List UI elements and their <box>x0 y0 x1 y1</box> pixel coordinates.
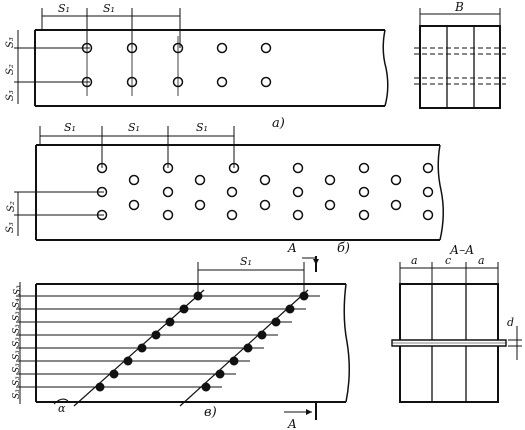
angle-arc <box>53 398 69 405</box>
panel-a-dim-s3-bottom: S₃ <box>5 90 16 101</box>
panel-c-dim-s3-2: S₃ <box>12 311 22 321</box>
rivet <box>299 291 309 301</box>
section-dim-a-2: a <box>478 254 485 267</box>
hole <box>324 199 336 211</box>
hole <box>422 209 434 221</box>
rivet <box>151 330 161 340</box>
panel-a-dim-s3-top: S₃ <box>5 37 16 48</box>
hole <box>358 186 370 198</box>
hole <box>390 174 402 186</box>
panel-a-holes <box>81 42 272 88</box>
panel-a: S₁ S₁ S₃ S₂ S₃ а) <box>5 0 506 131</box>
rivet <box>179 304 189 314</box>
rivet <box>257 330 267 340</box>
panel-a-caption: а) <box>272 116 285 131</box>
side-view-outline <box>419 25 501 109</box>
hole <box>292 209 304 221</box>
panel-c-row-lines <box>16 295 320 388</box>
rivet <box>123 356 133 366</box>
hole <box>194 199 206 211</box>
rivet <box>285 304 295 314</box>
panel-a-dim-s2: S₂ <box>5 64 16 75</box>
hole <box>226 209 238 221</box>
panel-b-caption: б) <box>337 241 350 256</box>
hole <box>292 186 304 198</box>
section-marker-top: A <box>287 241 297 255</box>
hole <box>162 186 174 198</box>
hole <box>216 76 228 88</box>
panel-c-dim-s3-7: S₃ <box>12 376 22 386</box>
panel-c-rivets <box>95 291 309 392</box>
rivet <box>109 369 119 379</box>
hole <box>259 174 271 186</box>
hole <box>259 199 271 211</box>
rivet <box>229 356 239 366</box>
rivet <box>193 291 203 301</box>
panel-a-plate <box>34 29 385 107</box>
section-marker-bottom: A <box>287 417 297 430</box>
rivet <box>165 317 175 327</box>
panel-a-dim-s1-2: S₁ <box>103 2 115 15</box>
hole <box>194 174 206 186</box>
section-arrowhead-top <box>313 259 319 265</box>
hole <box>422 186 434 198</box>
panel-b-dim-s3: S₃ <box>5 222 16 233</box>
panel-c-dim-s3-8: S₃ <box>12 389 22 399</box>
panel-c-dim-s3-3: S₃ <box>12 324 22 334</box>
panel-c-dim-s3-5: S₃ <box>12 350 22 360</box>
rivet <box>201 382 211 392</box>
section-dim-c: c <box>445 254 451 267</box>
hole <box>260 76 272 88</box>
panel-c-dim-s3-6: S₃ <box>12 363 22 373</box>
panel-b-dim-s1-2: S₁ <box>128 121 140 134</box>
hole <box>292 162 304 174</box>
hole <box>162 162 174 174</box>
hole <box>128 199 140 211</box>
section-dim-a-1: a <box>411 254 418 267</box>
hole <box>128 174 140 186</box>
section-arrowhead-bottom <box>306 409 312 415</box>
panel-c: A A S₁ S₃ S₄ S₃ S₃ S₃ S₃ S₃ S₃ S₃ <box>12 241 522 430</box>
hole <box>216 42 228 54</box>
hole <box>96 162 108 174</box>
panel-b-dim-s2: S₂ <box>6 201 17 212</box>
panel-c-dim-s3-1: S₃ <box>13 285 23 295</box>
panel-b-break-line <box>437 144 444 241</box>
panel-b-dim-s1-1: S₁ <box>64 121 76 134</box>
rivet <box>137 343 147 353</box>
rivet <box>215 369 225 379</box>
hole <box>358 162 370 174</box>
panel-c-dim-s3-4: S₃ <box>12 337 22 347</box>
panel-b-dim-s1-3: S₁ <box>196 121 208 134</box>
panel-a-dim-s1-1: S₁ <box>58 2 70 15</box>
hole <box>260 42 272 54</box>
panel-c-section-view: А–А a c a d <box>391 243 522 403</box>
rivet <box>271 317 281 327</box>
panel-c-dim-s4: S₄ <box>12 298 22 308</box>
panel-c-caption: в) <box>204 405 217 420</box>
panel-c-plate <box>35 283 346 403</box>
hole <box>422 162 434 174</box>
panel-b-holes <box>96 162 434 221</box>
hole <box>324 174 336 186</box>
panel-c-angle-label: α <box>58 402 66 415</box>
panel-c-break-line <box>343 283 350 403</box>
hole <box>96 209 108 221</box>
panel-a-side-view: B <box>414 0 506 109</box>
hole <box>390 199 402 211</box>
section-dim-d: d <box>507 316 514 329</box>
section-title: А–А <box>449 243 474 257</box>
hole <box>358 209 370 221</box>
panel-c-dim-s1: S₁ <box>240 255 252 268</box>
panel-b: S₁ S₁ S₁ S₂ S₃ <box>5 121 444 256</box>
rivet <box>95 382 105 392</box>
panel-a-break-line <box>382 29 389 107</box>
hole <box>162 209 174 221</box>
hole <box>228 162 240 174</box>
hole <box>96 186 108 198</box>
side-view-dim-b: B <box>454 0 464 14</box>
hole <box>226 186 238 198</box>
rivet <box>243 343 253 353</box>
